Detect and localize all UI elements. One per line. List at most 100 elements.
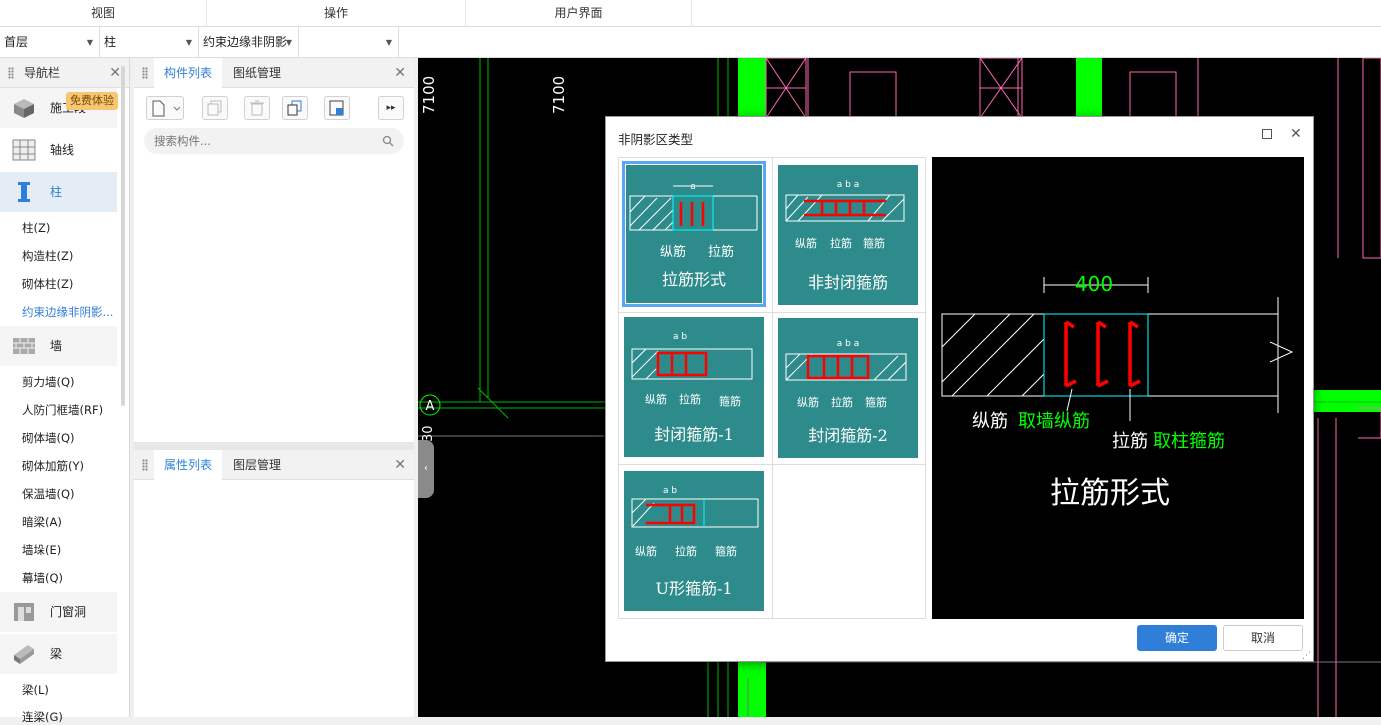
type-card-open-stirrup[interactable]: a b a 纵筋 拉筋 箍筋 非封闭箍筋 <box>778 165 918 305</box>
nav-category-label: 门窗洞 <box>50 605 87 619</box>
type-card-u-stirrup-1[interactable]: a b 纵筋 拉筋 箍筋 U形箍筋-1 <box>624 471 764 611</box>
nav-title: 导航栏 <box>24 66 61 80</box>
nav-item-masonry-column[interactable]: 砌体柱(Z) <box>22 277 74 291</box>
tab-property-list[interactable]: 属性列表 <box>154 450 223 480</box>
copy-button[interactable] <box>202 96 228 120</box>
nav-item-insulation-wall[interactable]: 保温墙(Q) <box>22 487 75 501</box>
cancel-button[interactable]: 取消 <box>1223 625 1303 651</box>
type-card-label: 非封闭箍筋 <box>807 273 888 292</box>
duplicate-icon <box>287 100 302 116</box>
nav-scrollbar[interactable] <box>121 66 125 406</box>
closed-stirrup-2-diagram: a b a 纵筋 拉筋 箍筋 <box>785 339 907 409</box>
close-icon[interactable]: ✕ <box>1290 126 1302 142</box>
nav-item-beam[interactable]: 梁(L) <box>22 683 49 697</box>
panel-splitter[interactable] <box>134 442 414 450</box>
tab-component-list[interactable]: 构件列表 <box>154 58 223 88</box>
svg-text:箍筋: 箍筋 <box>715 544 737 558</box>
drag-handle-icon[interactable] <box>142 67 148 79</box>
drag-handle-icon[interactable] <box>8 67 14 79</box>
svg-text:纵筋: 纵筋 <box>795 236 817 250</box>
type-select-value: 约束边缘非阴影 <box>203 35 288 49</box>
close-icon[interactable]: ✕ <box>394 65 406 81</box>
dialog-titlebar[interactable]: 非阴影区类型 ✕ <box>606 117 1313 157</box>
nav-item-column[interactable]: 柱(Z) <box>22 221 51 235</box>
type-card-closed-stirrup-2[interactable]: a b a 纵筋 拉筋 箍筋 封闭箍筋-2 <box>778 318 918 458</box>
component-panels: 构件列表 图纸管理 ✕ ▸▸ 属性列表 图层管理 ✕ <box>134 58 414 717</box>
resize-grip-icon[interactable]: ⋰ <box>1302 651 1311 661</box>
extra-select[interactable]: ▼ <box>299 27 399 58</box>
nav-category-label: 墙 <box>50 339 63 353</box>
type-card-tie-bar[interactable]: a 纵筋 拉筋 拉筋形式 <box>622 161 766 307</box>
search-box[interactable] <box>144 128 404 154</box>
more-tools-button[interactable]: ▸▸ <box>378 96 404 120</box>
maximize-icon[interactable] <box>1262 129 1272 139</box>
ribbon-tab-ui[interactable]: 用户界面 <box>466 0 692 27</box>
tab-layer-management[interactable]: 图层管理 <box>233 458 282 472</box>
u-stirrup-1-diagram: a b 纵筋 拉筋 箍筋 <box>631 486 759 558</box>
dimension-7100-left: 7100 <box>420 76 438 114</box>
preview-title: 拉筋形式 <box>1050 476 1170 511</box>
nav-category-column[interactable]: 柱 <box>0 172 117 212</box>
panel-collapse-handle[interactable]: ‹ <box>418 440 434 498</box>
nav-category-label: 轴线 <box>50 143 75 157</box>
nav-item-civil-defense-wall[interactable]: 人防门框墙(RF) <box>22 403 104 417</box>
grid-icon <box>12 139 36 161</box>
floor-select[interactable]: 首层▼ <box>0 27 100 58</box>
property-panel-header: 属性列表 图层管理 ✕ <box>134 450 414 480</box>
search-icon[interactable] <box>382 135 394 147</box>
svg-text:拉筋: 拉筋 <box>831 395 853 409</box>
nav-item-non-shadow-zone[interactable]: 约束边缘非阴影... <box>22 305 114 319</box>
type-card-label: 拉筋形式 <box>661 270 726 289</box>
ribbon-tab-operation[interactable]: 操作 <box>207 0 466 27</box>
chevron-left-icon: ‹ <box>424 463 428 474</box>
close-icon[interactable]: ✕ <box>109 65 121 81</box>
selector-bar: 首层▼ 柱▼ 约束边缘非阴影▼ ▼ <box>0 27 1381 58</box>
nav-category-axis[interactable]: 轴线 <box>0 130 117 170</box>
nav-category-wall[interactable]: 墙 <box>0 326 117 366</box>
nav-item-wall-pier[interactable]: 墙垛(E) <box>22 543 62 557</box>
delete-button[interactable] <box>244 96 270 120</box>
nav-item-hidden-beam[interactable]: 暗梁(A) <box>22 515 62 529</box>
duplicate-button[interactable] <box>282 96 308 120</box>
nav-item-curtain-wall[interactable]: 幕墙(Q) <box>22 571 64 585</box>
nav-category-label: 梁 <box>50 647 63 661</box>
svg-text:a: a <box>690 182 696 192</box>
type-card-label: 封闭箍筋-2 <box>808 426 888 445</box>
nav-category-door-window[interactable]: 门窗洞 <box>0 592 117 632</box>
nav-item-construction-column[interactable]: 构造柱(Z) <box>22 249 74 263</box>
column-icon <box>18 182 30 202</box>
ribbon-tab-view[interactable]: 视图 <box>0 0 207 27</box>
close-icon[interactable]: ✕ <box>394 457 406 473</box>
double-chevron-icon: ▸▸ <box>386 103 396 113</box>
nav-item-shear-wall[interactable]: 剪力墙(Q) <box>22 375 75 389</box>
new-component-button[interactable] <box>146 96 184 120</box>
type-card-closed-stirrup-1[interactable]: a b 纵筋 拉筋 箍筋 封闭箍筋-1 <box>624 317 764 457</box>
category-select[interactable]: 柱▼ <box>100 27 199 58</box>
preview-note1-a: 纵筋 <box>972 411 1008 432</box>
navigation-panel: 导航栏 ✕ 免费体验 施工段 ⊡ 轴线 柱 柱(Z) 构造柱(Z) 砌体柱(Z)… <box>0 58 130 724</box>
tab-drawing-management[interactable]: 图纸管理 <box>233 66 282 80</box>
free-trial-badge[interactable]: 免费体验 <box>66 92 118 110</box>
preview-pane: 400 纵筋 取墙纵筋 拉筋 取柱箍筋 拉筋形式 <box>932 157 1304 619</box>
nav-category-beam[interactable]: 梁 <box>0 634 117 674</box>
type-select[interactable]: 约束边缘非阴影▼ <box>199 27 299 58</box>
layer-copy-button[interactable] <box>324 96 350 120</box>
search-input[interactable] <box>154 132 374 150</box>
nav-item-masonry-rebar[interactable]: 砌体加筋(Y) <box>22 459 84 473</box>
preview-note1-b: 取墙纵筋 <box>1018 411 1090 432</box>
nav-item-coupling-beam[interactable]: 连梁(G) <box>22 710 63 724</box>
nav-item-masonry-wall[interactable]: 砌体墙(Q) <box>22 431 75 445</box>
new-file-icon <box>152 100 181 117</box>
type-card-label: 封闭箍筋-1 <box>654 425 734 444</box>
dropdown-arrow-icon: ▼ <box>185 38 192 47</box>
component-panel-header: 构件列表 图纸管理 ✕ <box>134 58 414 88</box>
drag-handle-icon[interactable] <box>142 459 148 471</box>
cube-icon <box>14 99 34 118</box>
dropdown-arrow-icon: ▼ <box>385 38 392 47</box>
svg-text:纵筋: 纵筋 <box>635 544 657 558</box>
floor-select-value: 首层 <box>4 35 29 49</box>
closed-stirrup-1-diagram: a b 纵筋 拉筋 箍筋 <box>631 332 753 408</box>
nav-category-label: 柱 <box>50 185 63 199</box>
svg-text:a b a: a b a <box>837 339 859 349</box>
ok-button[interactable]: 确定 <box>1137 625 1217 651</box>
